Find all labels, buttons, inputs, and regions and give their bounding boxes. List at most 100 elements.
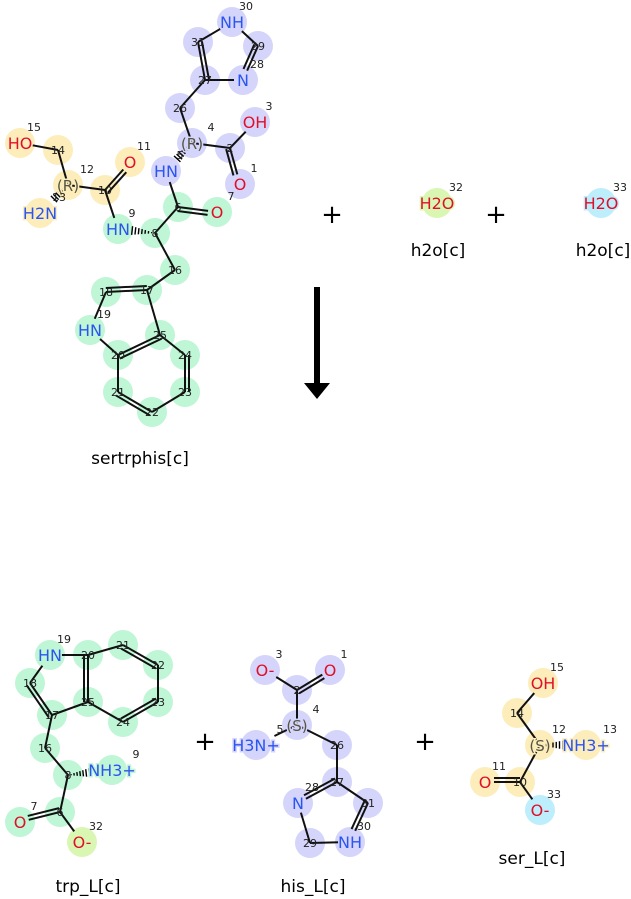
hash-bond xyxy=(134,227,137,235)
atom-highlight xyxy=(97,755,127,785)
bond xyxy=(519,781,534,800)
hash-bond xyxy=(137,228,140,235)
bond xyxy=(159,334,186,356)
bond xyxy=(191,142,231,149)
compound-name-trp: trp_L[c] xyxy=(55,877,121,897)
atom-number: 29 xyxy=(251,40,265,53)
atom-label: NH xyxy=(220,13,244,32)
atom-highlight xyxy=(315,655,345,685)
atom-highlight xyxy=(151,156,181,186)
double-bond-line xyxy=(25,684,50,718)
atom-number: 8 xyxy=(65,769,72,782)
hash-bond xyxy=(82,770,85,777)
hash-bond xyxy=(60,189,64,193)
atom-number: 5 xyxy=(277,723,284,736)
bond xyxy=(59,811,76,832)
atom-label: OH xyxy=(243,113,268,132)
atom-highlight xyxy=(228,65,258,95)
atom-number: 25 xyxy=(153,329,167,342)
atom-highlight xyxy=(240,107,270,137)
double-bond-line xyxy=(27,807,60,817)
bond xyxy=(87,644,124,656)
hash-bond xyxy=(140,229,143,235)
hash-bond xyxy=(52,193,60,201)
hash-bond xyxy=(85,769,88,777)
atom-highlight xyxy=(525,795,555,825)
bond xyxy=(299,812,311,844)
atom-number: 4 xyxy=(313,703,320,716)
double-bond-line xyxy=(119,337,163,360)
atom-number: 19 xyxy=(97,308,111,321)
atom-highlight xyxy=(528,668,558,698)
bond xyxy=(154,232,176,271)
bond xyxy=(117,391,153,413)
atom-number: 5 xyxy=(177,149,184,162)
atom-label: NH3+ xyxy=(562,736,610,755)
double-bond-line xyxy=(107,171,128,194)
atom-highlight xyxy=(67,827,97,857)
atom-highlight xyxy=(422,188,452,218)
atom-label: O- xyxy=(531,801,550,820)
double-bond-line xyxy=(177,209,208,216)
atom-number: 23 xyxy=(151,696,165,709)
atom-number: 10 xyxy=(98,184,112,197)
atom-label: H2O xyxy=(584,194,619,213)
atom-number: 7 xyxy=(31,800,38,813)
atom-number: 12 xyxy=(80,163,94,176)
atom-label: H2N xyxy=(23,204,57,223)
atom-highlight xyxy=(103,214,133,244)
atom-number: 13 xyxy=(52,191,66,204)
atom-number: 26 xyxy=(173,102,187,115)
bond xyxy=(516,692,536,714)
bond xyxy=(336,781,369,804)
bond xyxy=(241,30,259,47)
bond xyxy=(146,269,176,291)
atom-number: 21 xyxy=(111,386,125,399)
atom-number: 31 xyxy=(191,36,205,49)
double-bond-line xyxy=(242,43,256,70)
atom-highlight xyxy=(5,128,35,158)
compound-name-sertrphis: sertrphis[c] xyxy=(91,449,189,469)
hash-bond xyxy=(178,151,185,158)
plus-sign: + xyxy=(194,727,216,757)
atom-highlight xyxy=(25,198,55,228)
bond xyxy=(31,144,59,151)
atom-number: 8 xyxy=(152,227,159,240)
atom-number: 23 xyxy=(178,386,192,399)
atom-number: 9 xyxy=(133,748,140,761)
hash-bond xyxy=(186,146,190,149)
plus-sign: + xyxy=(321,200,343,230)
hash-bond xyxy=(130,226,134,235)
atom-label: O xyxy=(479,773,492,792)
atom-number: 9 xyxy=(129,207,136,220)
bond xyxy=(51,701,89,716)
hash-bond xyxy=(181,149,186,155)
atom-number: 27 xyxy=(330,776,344,789)
compound-name-his: his_L[c] xyxy=(280,877,346,897)
atom-label: (S) xyxy=(286,717,307,735)
bond xyxy=(44,747,69,776)
bond xyxy=(516,712,541,746)
double-bond-line xyxy=(115,394,151,417)
hash-bond xyxy=(173,155,181,163)
bond xyxy=(117,334,161,356)
atom-number: 15 xyxy=(550,661,564,674)
atom-label: HN xyxy=(106,220,130,239)
compound-name-h2o-1: h2o[c] xyxy=(410,241,466,261)
atom-highlight xyxy=(571,730,601,760)
bond xyxy=(122,701,159,723)
bond xyxy=(122,644,159,666)
atom-label: N xyxy=(237,71,249,90)
atom-number: 28 xyxy=(250,58,264,71)
atom-number: 6 xyxy=(57,806,64,819)
atom-label: HO xyxy=(8,134,33,153)
bond xyxy=(168,181,179,208)
atom-number: 14 xyxy=(510,707,524,720)
atom-label: H2O xyxy=(420,194,455,213)
atom-number: 29 xyxy=(303,837,317,850)
bond xyxy=(105,289,148,293)
atom-number: 28 xyxy=(305,781,319,794)
atom-highlight xyxy=(202,197,232,227)
atom-number: 33 xyxy=(613,181,627,194)
